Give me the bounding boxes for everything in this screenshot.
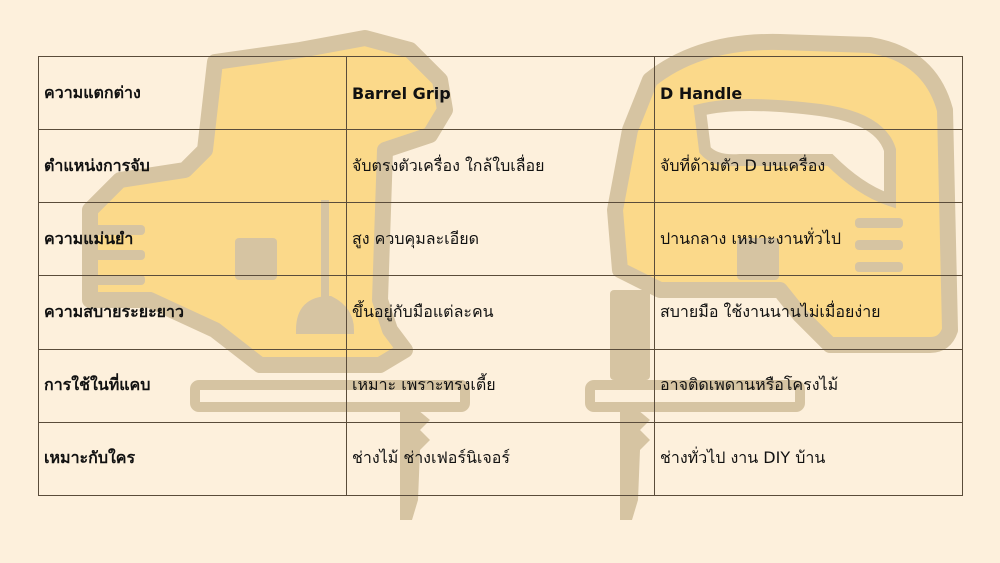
barrel-grip-cell: ขึ้นอยู่กับมือแต่ละคน: [346, 275, 655, 350]
header-cell-d-handle: D Handle: [654, 55, 963, 131]
d-handle-cell: สบายมือ ใช้งานนานไม่เมื่อยง่าย: [654, 275, 963, 350]
d-handle-cell: ปานกลาง เหมาะงานทั่วไป: [654, 202, 963, 277]
table-row: ความแม่นยำ สูง ควบคุมละเอียด ปานกลาง เหม…: [38, 202, 963, 277]
table-header-row: ความแตกต่าง Barrel Grip D Handle: [38, 55, 963, 131]
table-row: ตำแหน่งการจับ จับตรงตัวเครื่อง ใกล้ใบเลื…: [38, 129, 963, 204]
row-label-cell: ความแม่นยำ: [38, 202, 347, 277]
barrel-grip-cell: สูง ควบคุมละเอียด: [346, 202, 655, 277]
d-handle-cell: อาจติดเพดานหรือโครงไม้: [654, 348, 963, 423]
row-label-cell: ตำแหน่งการจับ: [38, 129, 347, 204]
row-label-cell: การใช้ในที่แคบ: [38, 348, 347, 423]
row-label-cell: ความสบายระยะยาว: [38, 275, 347, 350]
barrel-grip-cell: ช่างไม้ ช่างเฟอร์นิเจอร์: [346, 421, 655, 497]
comparison-table: ความแตกต่าง Barrel Grip D Handle ตำแหน่ง…: [38, 55, 963, 497]
header-cell-difference: ความแตกต่าง: [38, 55, 347, 131]
table-row: ความสบายระยะยาว ขึ้นอยู่กับมือแต่ละคน สบ…: [38, 275, 963, 350]
d-handle-cell: ช่างทั่วไป งาน DIY บ้าน: [654, 421, 963, 497]
barrel-grip-cell: เหมาะ เพราะทรงเตี้ย: [346, 348, 655, 423]
d-handle-cell: จับที่ด้ามตัว D บนเครื่อง: [654, 129, 963, 204]
row-label-cell: เหมาะกับใคร: [38, 421, 347, 497]
header-cell-barrel-grip: Barrel Grip: [346, 55, 655, 131]
table-row: การใช้ในที่แคบ เหมาะ เพราะทรงเตี้ย อาจติ…: [38, 348, 963, 423]
barrel-grip-cell: จับตรงตัวเครื่อง ใกล้ใบเลื่อย: [346, 129, 655, 204]
table-row: เหมาะกับใคร ช่างไม้ ช่างเฟอร์นิเจอร์ ช่า…: [38, 421, 963, 497]
